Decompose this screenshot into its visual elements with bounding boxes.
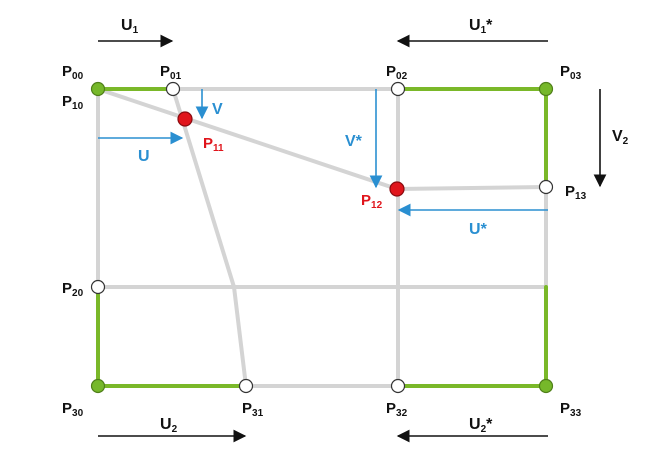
label-p03: P03: [560, 63, 582, 82]
label-u: U: [138, 148, 150, 165]
points: [90, 81, 554, 394]
label-u2-star: U2*: [469, 416, 493, 435]
point-p20: [90, 279, 106, 295]
point-p30: [90, 378, 106, 394]
blue-arrow-labels: V U V* U*: [138, 101, 488, 238]
point-p02: [390, 81, 406, 97]
point-p33: [538, 378, 554, 394]
label-u2: U2: [160, 416, 178, 435]
label-v2: V2: [612, 128, 629, 147]
grid-line-p12-p13: [395, 185, 548, 191]
grid-line-p31-lower: [232, 285, 248, 388]
point-p01: [165, 81, 181, 97]
label-p31: P31: [242, 400, 264, 419]
black-arrow-labels: U1 U1* U2 U2* V2: [121, 17, 629, 435]
label-p02: P02: [386, 63, 408, 82]
point-p03: [538, 81, 554, 97]
boundary-segments: [96, 87, 548, 388]
label-p32: P32: [386, 400, 408, 419]
label-u1: U1: [121, 17, 139, 36]
grid-line-diagonal-p10-p12: [96, 87, 399, 191]
label-p00: P00: [62, 63, 84, 82]
blue-arrows: [98, 89, 548, 217]
point-p31: [238, 378, 254, 394]
point-p11: [177, 111, 193, 127]
label-p01: P01: [160, 63, 182, 82]
point-labels: P00 P01 P02 P03 P10 P11 P12 P13 P20 P30 …: [62, 63, 587, 419]
label-p20: P20: [62, 280, 84, 299]
label-p13: P13: [565, 183, 587, 202]
point-p00: [90, 81, 106, 97]
label-v: V: [212, 101, 223, 118]
black-arrows: [98, 34, 607, 443]
label-p33: P33: [560, 400, 582, 419]
label-p10: P10: [62, 93, 84, 112]
point-p32: [390, 378, 406, 394]
label-v-star: V*: [345, 133, 363, 150]
point-p13: [538, 179, 554, 195]
label-u1-star: U1*: [469, 17, 493, 36]
label-p30: P30: [62, 400, 84, 419]
point-p12: [389, 181, 405, 197]
label-p12: P12: [361, 192, 383, 211]
label-p11: P11: [203, 135, 224, 154]
label-u-star: U*: [469, 221, 488, 238]
